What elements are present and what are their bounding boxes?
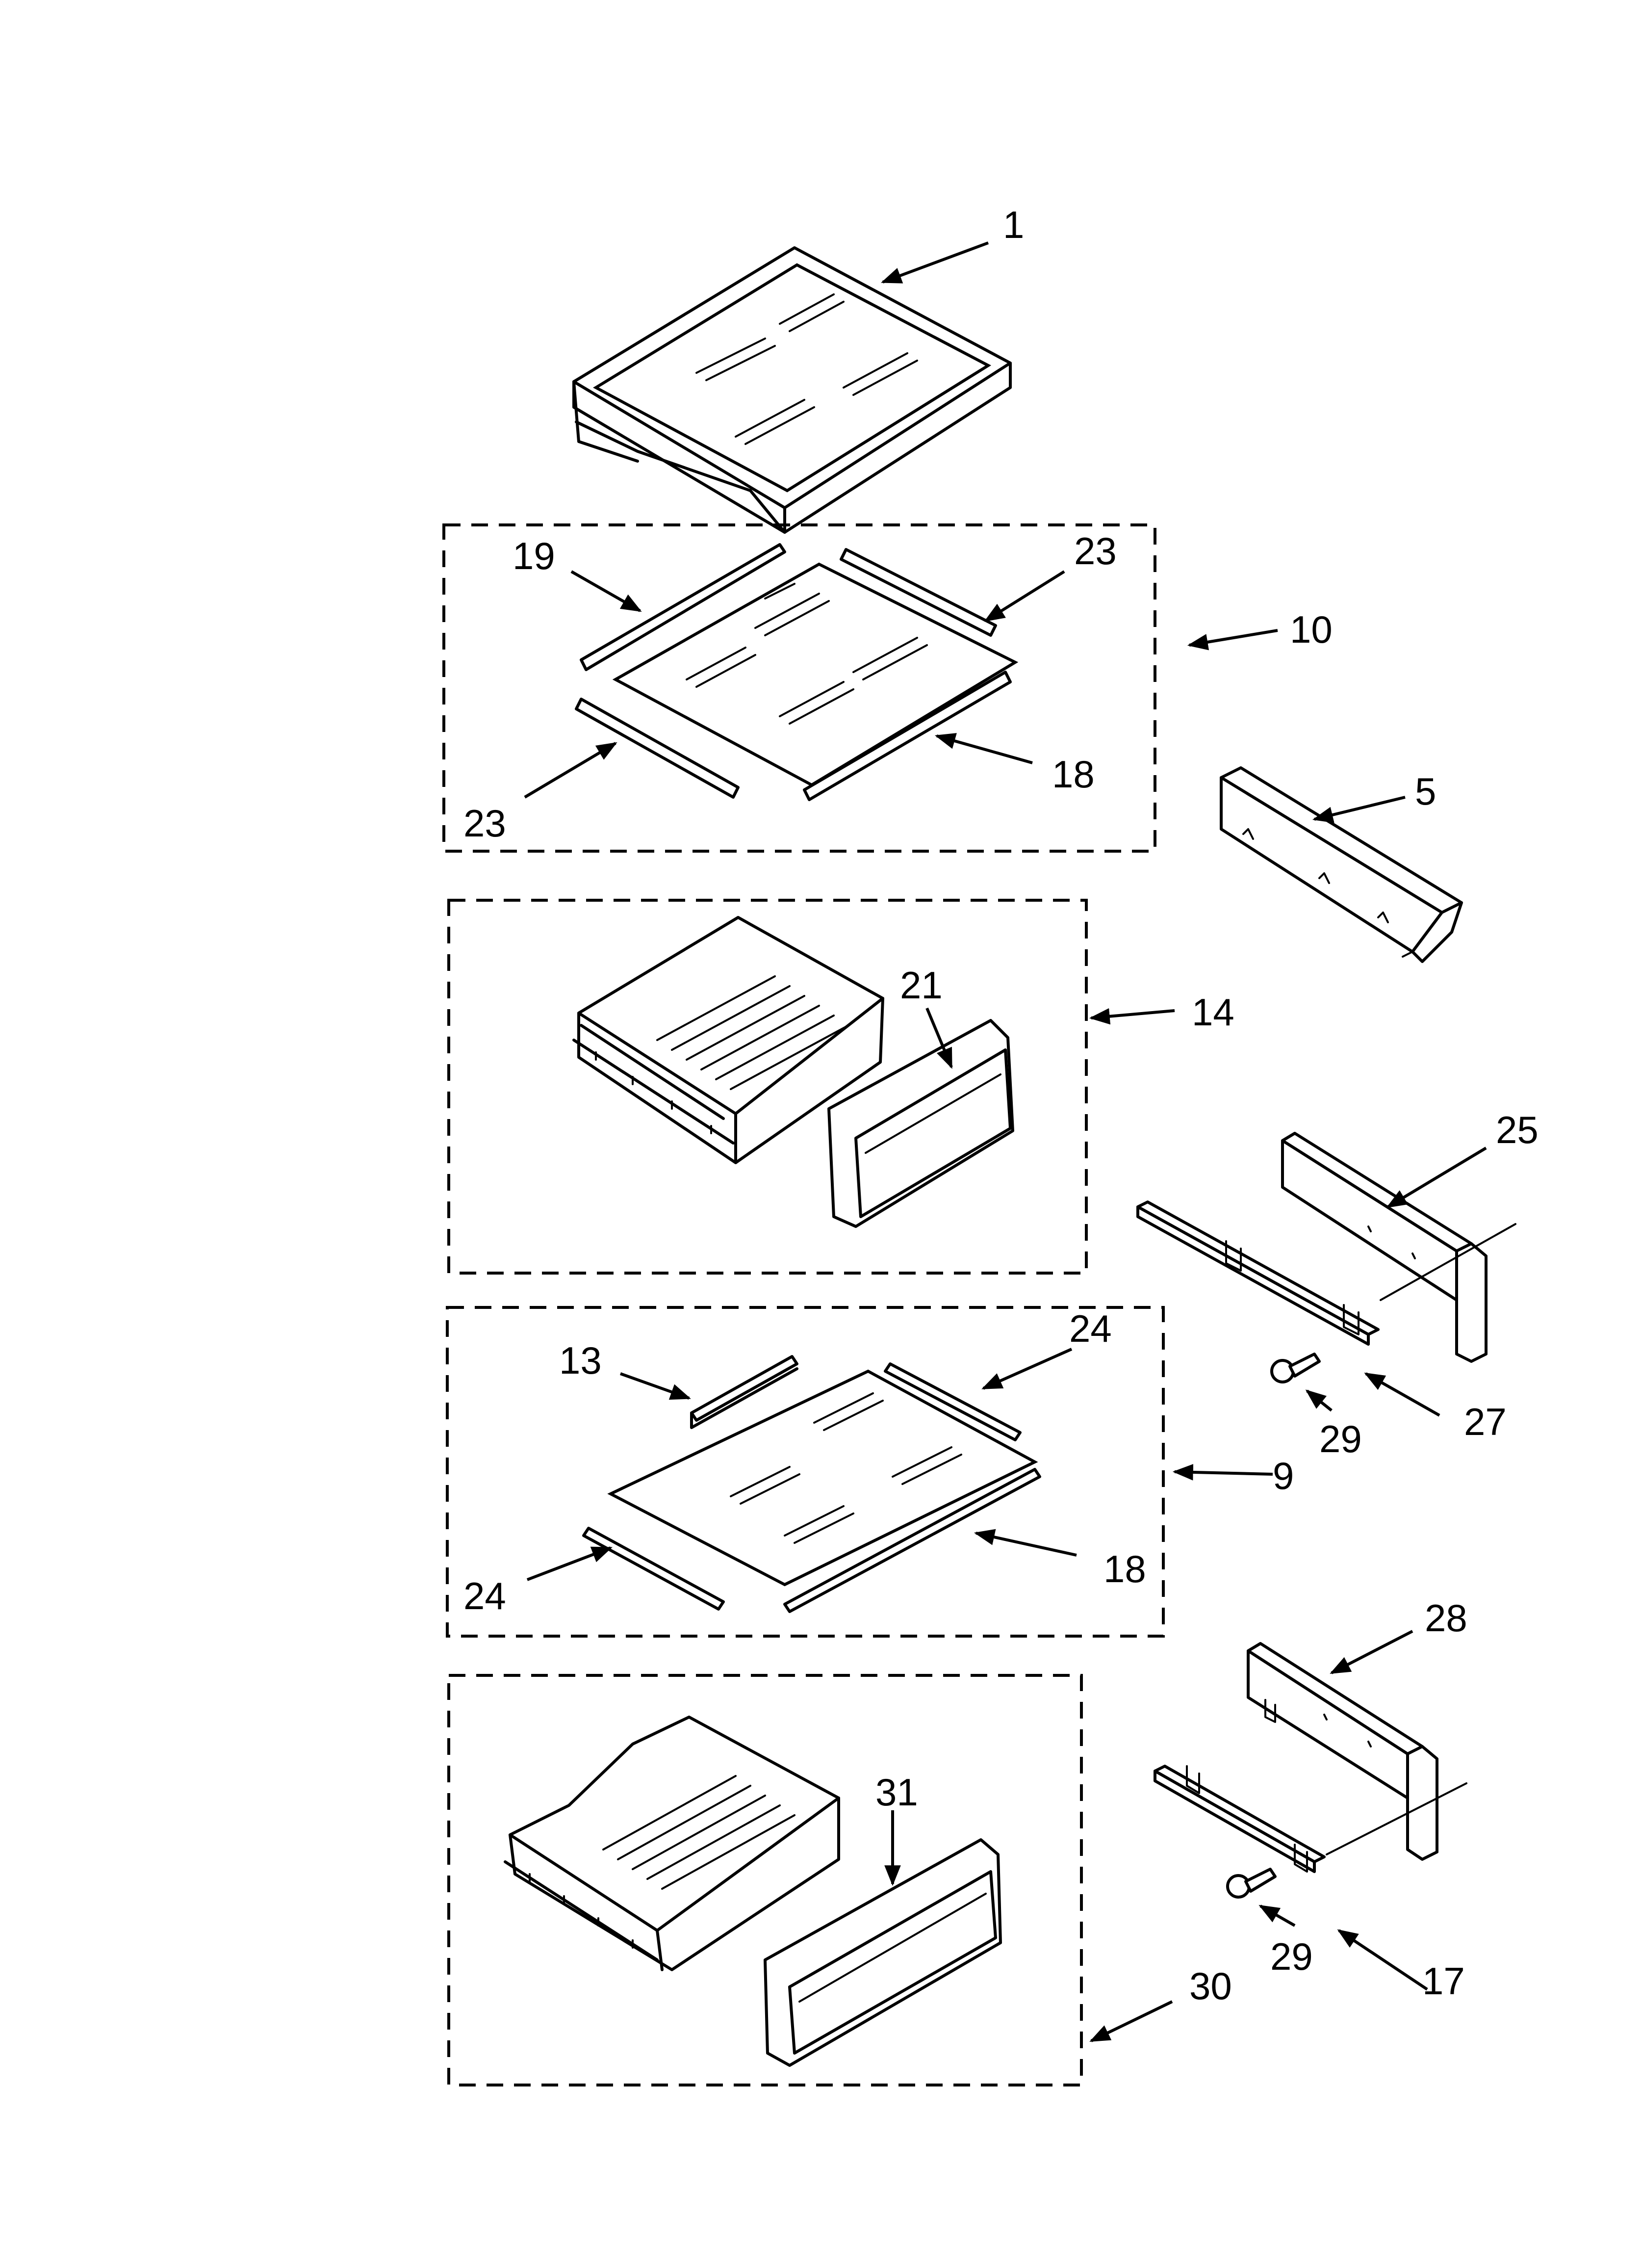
trim-strip-24-bottom xyxy=(582,1527,725,1611)
trim-strip-13 xyxy=(690,1355,798,1429)
callout-29-lower: 29 xyxy=(1270,1935,1313,1978)
crisper-drawer-part xyxy=(572,916,884,1164)
rail-part-5 xyxy=(1220,766,1463,963)
trim-strip-23-bottom xyxy=(575,698,740,799)
shelf-assembly-part xyxy=(572,246,1012,534)
callout-21: 21 xyxy=(900,964,943,1007)
callout-18-upper: 18 xyxy=(1052,753,1095,796)
callout-28: 28 xyxy=(1425,1596,1467,1640)
glass-shelf-part xyxy=(612,562,1019,787)
group-30-boundary xyxy=(447,1674,1083,2086)
drawer-cover-part-28 xyxy=(1247,1642,1438,1861)
callout-25: 25 xyxy=(1496,1108,1539,1151)
trim-strip-19 xyxy=(580,543,786,671)
trim-strip-18 xyxy=(803,671,1012,801)
callout-27: 27 xyxy=(1464,1400,1507,1443)
trim-strip-24-top xyxy=(884,1362,1022,1441)
callout-19: 19 xyxy=(513,534,555,577)
group-14-boundary xyxy=(447,899,1088,1275)
slide-rail-part-27 xyxy=(1136,1200,1516,1346)
callout-1: 1 xyxy=(1003,203,1024,246)
callout-13: 13 xyxy=(559,1339,602,1382)
crisper-drawer-part xyxy=(504,1716,840,1971)
callout-18-lower: 18 xyxy=(1103,1547,1146,1590)
group-10-boundary xyxy=(442,523,1156,853)
callout-10: 10 xyxy=(1290,608,1333,651)
callout-30: 30 xyxy=(1189,1964,1232,2007)
callout-5: 5 xyxy=(1415,770,1436,813)
drawer-front-part-31 xyxy=(764,1838,1002,2067)
callout-23-bottom: 23 xyxy=(463,802,506,845)
callout-9: 9 xyxy=(1273,1454,1294,1497)
leader-lines xyxy=(524,241,1487,2042)
callout-labels: 1 19 23 10 23 18 5 21 14 25 13 24 27 29 … xyxy=(463,203,1539,2007)
callout-24-bottom: 24 xyxy=(463,1574,506,1617)
callout-17: 17 xyxy=(1422,1959,1465,2003)
screw-part-29-lower xyxy=(1226,1868,1277,1899)
callout-31: 31 xyxy=(875,1771,918,1814)
group-9-boundary xyxy=(446,1306,1165,1638)
glass-shelf-part xyxy=(607,1369,1038,1587)
callout-29-upper: 29 xyxy=(1319,1417,1362,1460)
screw-part-29-upper xyxy=(1270,1353,1321,1383)
trim-strip-18-lower xyxy=(783,1468,1041,1613)
drawer-front-part-21 xyxy=(827,1019,1014,1228)
slide-rail-part-17 xyxy=(1154,1765,1467,1873)
callout-14: 14 xyxy=(1192,991,1234,1034)
drawer-cover-part-25 xyxy=(1281,1132,1488,1363)
callout-23-top: 23 xyxy=(1074,529,1117,573)
trim-strip-23-top xyxy=(840,548,997,637)
callout-24-top: 24 xyxy=(1069,1307,1112,1350)
